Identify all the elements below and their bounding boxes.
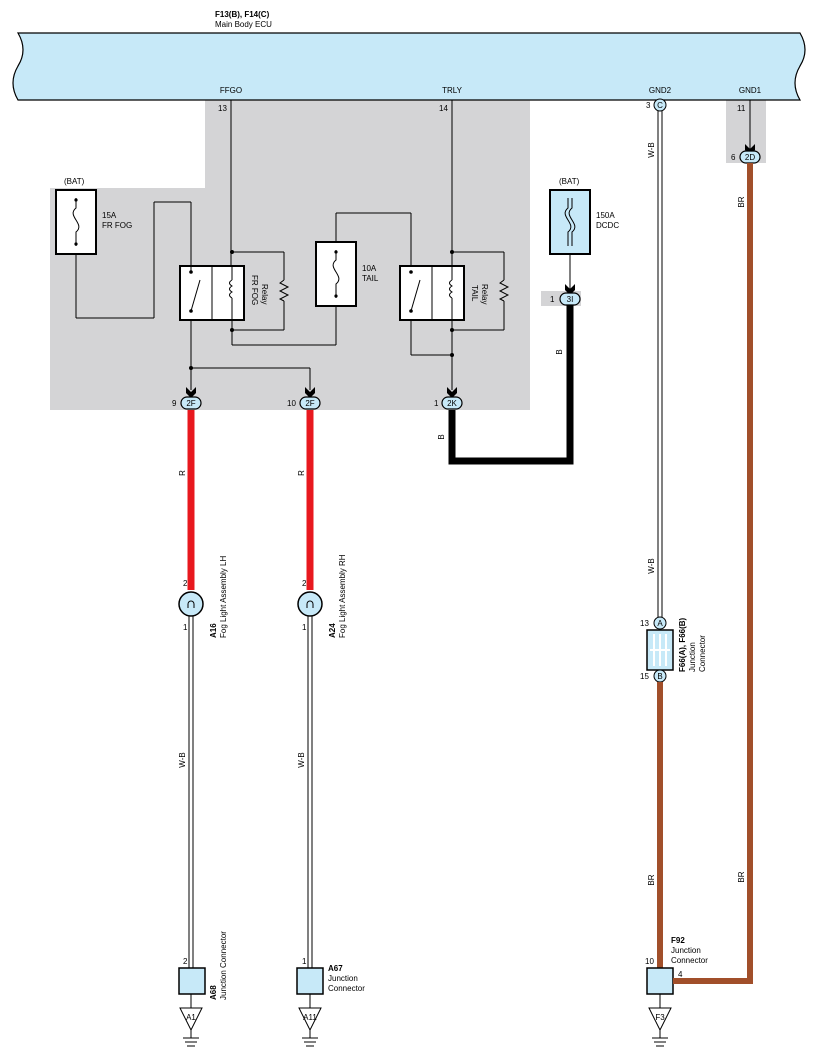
a16-pin-bottom: 1	[183, 623, 188, 632]
fuse-tail-rating: 10A	[362, 264, 377, 273]
brown-wire-f66-label: BR	[647, 874, 656, 885]
pin-trly-label: TRLY	[442, 86, 463, 95]
ground-a1-label: A1	[186, 1013, 196, 1022]
fuse-dcdc-element	[564, 198, 576, 246]
f66-pin-bottom: 15	[640, 672, 649, 681]
connector-3i-pin: 1	[550, 295, 555, 304]
connector-2f-10-pin: 10	[287, 399, 296, 408]
a16-code: A16	[209, 623, 218, 638]
pin-ffgo-number: 13	[218, 104, 227, 113]
a16-pin-top: 2	[183, 579, 188, 588]
connector-2f-9-id: 2F	[186, 399, 195, 408]
wb-wire-gnd2-label-1: W-B	[647, 142, 656, 157]
fuse-tail-name: TAIL	[362, 274, 379, 283]
junction-a68	[178, 967, 206, 995]
ecu-connectors-label: F13(B), F14(C)	[215, 10, 270, 19]
pin-gnd2-label: GND2	[649, 86, 672, 95]
relay-fr-fog-label1: FR FOG	[250, 275, 259, 305]
f92-pin-left: 10	[645, 957, 654, 966]
connector-2f-10-id: 2F	[305, 399, 314, 408]
fuse-dcdc	[549, 189, 591, 255]
a24-pin-top: 2	[302, 579, 307, 588]
black-wire	[448, 305, 574, 465]
fuse-dcdc-source: (BAT)	[559, 177, 580, 186]
fuse-tail-element	[332, 250, 340, 298]
relay-fr-fog-label2: Relay	[260, 284, 269, 304]
connector-2k-id: 2K	[447, 399, 457, 408]
a24-name: Fog Light Assembly RH	[338, 554, 347, 638]
a67-pin: 1	[302, 957, 307, 966]
f92-name1: Junction	[671, 946, 701, 955]
connector-2d-pin: 6	[731, 153, 736, 162]
f66-pin-top-id: A	[657, 619, 663, 628]
a16-name: Fog Light Assembly LH	[219, 556, 228, 638]
ground-a11	[298, 1007, 322, 1032]
relay-tail-label1: TAIL	[470, 285, 479, 302]
f66-pin-top: 13	[640, 619, 649, 628]
a68-code: A68	[209, 985, 218, 1000]
connector-2f-9-pin: 9	[172, 399, 177, 408]
f92-name2: Connector	[671, 956, 708, 965]
a67-name2: Connector	[328, 984, 365, 993]
brown-wire-gnd1	[673, 163, 753, 984]
a24-code: A24	[328, 623, 337, 638]
pin-gnd1-label: GND1	[739, 86, 762, 95]
brown-wire-gnd1-label-2: BR	[737, 871, 746, 882]
ecu-body	[12, 32, 806, 101]
connector-2k-pin: 1	[434, 399, 439, 408]
a67-code: A67	[328, 964, 343, 973]
fuse-dcdc-rating: 150A	[596, 211, 615, 220]
junction-a67	[296, 967, 324, 995]
a67-name1: Junction	[328, 974, 358, 983]
ecu-gnd2-connector	[653, 98, 667, 112]
ground-f3-label: F3	[655, 1013, 665, 1022]
fuse-fr-fog-rating: 15A	[102, 211, 117, 220]
wb-wire-rh-label: W-B	[297, 752, 306, 767]
f66-pin-bottom-id: B	[657, 672, 662, 681]
pin-ffgo-label: FFGO	[220, 86, 242, 95]
f66-code: F66(A), F66(B)	[678, 617, 687, 672]
fog-light-rh	[297, 591, 323, 617]
red-wire-rh-label: R	[297, 470, 306, 476]
a24-pin-bottom: 1	[302, 623, 307, 632]
pin-trly-number: 14	[439, 104, 448, 113]
connector-2k	[441, 396, 463, 410]
junction-f92	[646, 967, 674, 995]
fuse-dcdc-name: DCDC	[596, 221, 619, 230]
red-wire-lh-label: R	[178, 470, 187, 476]
a68-pin: 2	[183, 957, 188, 966]
connector-2f-9	[180, 396, 202, 410]
wb-wire-gnd2-label-2: W-B	[647, 558, 656, 573]
ground-a1	[179, 1007, 203, 1032]
f66-name2: Connector	[698, 635, 707, 672]
ground-a11-label: A11	[303, 1013, 317, 1022]
pin-gnd2-number: 3	[646, 101, 651, 110]
f66-name1: Junction	[688, 642, 697, 672]
fuse-fr-fog-name: FR FOG	[102, 221, 132, 230]
wb-wire-lh-label: W-B	[178, 752, 187, 767]
black-wire-label-1: B	[555, 349, 564, 354]
a68-name: Junction Connector	[219, 931, 228, 1000]
brown-wire-gnd1-label-1: BR	[737, 196, 746, 207]
fuse-fr-fog-element	[72, 198, 80, 246]
fog-light-lh	[178, 591, 204, 617]
black-wire-label-2: B	[437, 434, 446, 439]
f92-pin-right: 4	[678, 970, 683, 979]
f92-code: F92	[671, 936, 685, 945]
relay-tail-label2: Relay	[480, 284, 489, 304]
connector-2f-10	[299, 396, 321, 410]
connector-3i-id: 3I	[567, 295, 574, 304]
connector-2d-id: 2D	[745, 153, 755, 162]
pin-gnd1-number: 11	[737, 104, 746, 113]
fuse-fr-fog-source: (BAT)	[64, 177, 85, 186]
ground-f3	[648, 1007, 672, 1032]
shaded-area-main	[50, 100, 530, 410]
ecu-gnd2-connector-id: C	[657, 101, 663, 110]
ecu-name-label: Main Body ECU	[215, 20, 272, 29]
